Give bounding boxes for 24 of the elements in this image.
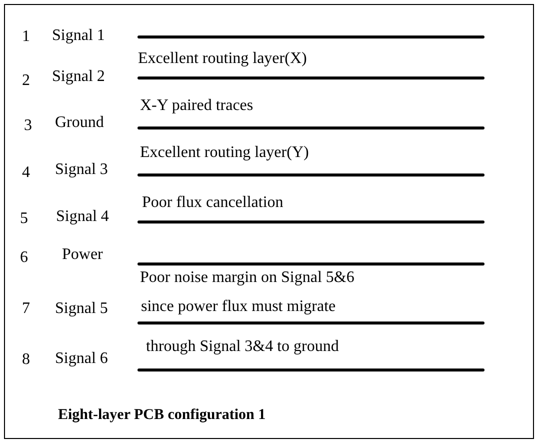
annotation-text: X-Y paired traces [140,97,254,115]
layer-number: 8 [22,351,30,369]
layer-name: Ground [55,114,104,132]
layer-name: Signal 4 [56,208,109,226]
layer-number: 1 [22,28,30,46]
annotation-text: Poor noise margin on Signal 5&6 [140,269,354,287]
layer-name: Signal 1 [52,27,105,45]
layer-number: 6 [20,249,28,267]
layer-number: 5 [20,210,28,228]
layer-name: Signal 3 [55,161,108,179]
layer-number: 4 [22,164,30,182]
layer-name: Signal 6 [55,350,108,368]
layer-name: Signal 5 [55,300,108,318]
layer-number: 2 [22,72,30,90]
annotation-text: Excellent routing layer(Y) [140,144,309,162]
layer-number: 7 [22,300,30,318]
layer-name: Power [62,246,103,264]
annotation-text: Poor flux cancellation [142,194,284,212]
annotation-text: since power flux must migrate [141,298,336,316]
caption: Eight-layer PCB configuration 1 [58,406,266,424]
layer-number: 3 [24,117,32,135]
annotation-text: Excellent routing layer(X) [138,50,307,68]
annotation-text: through Signal 3&4 to ground [146,338,339,356]
layer-name: Signal 2 [52,68,105,86]
